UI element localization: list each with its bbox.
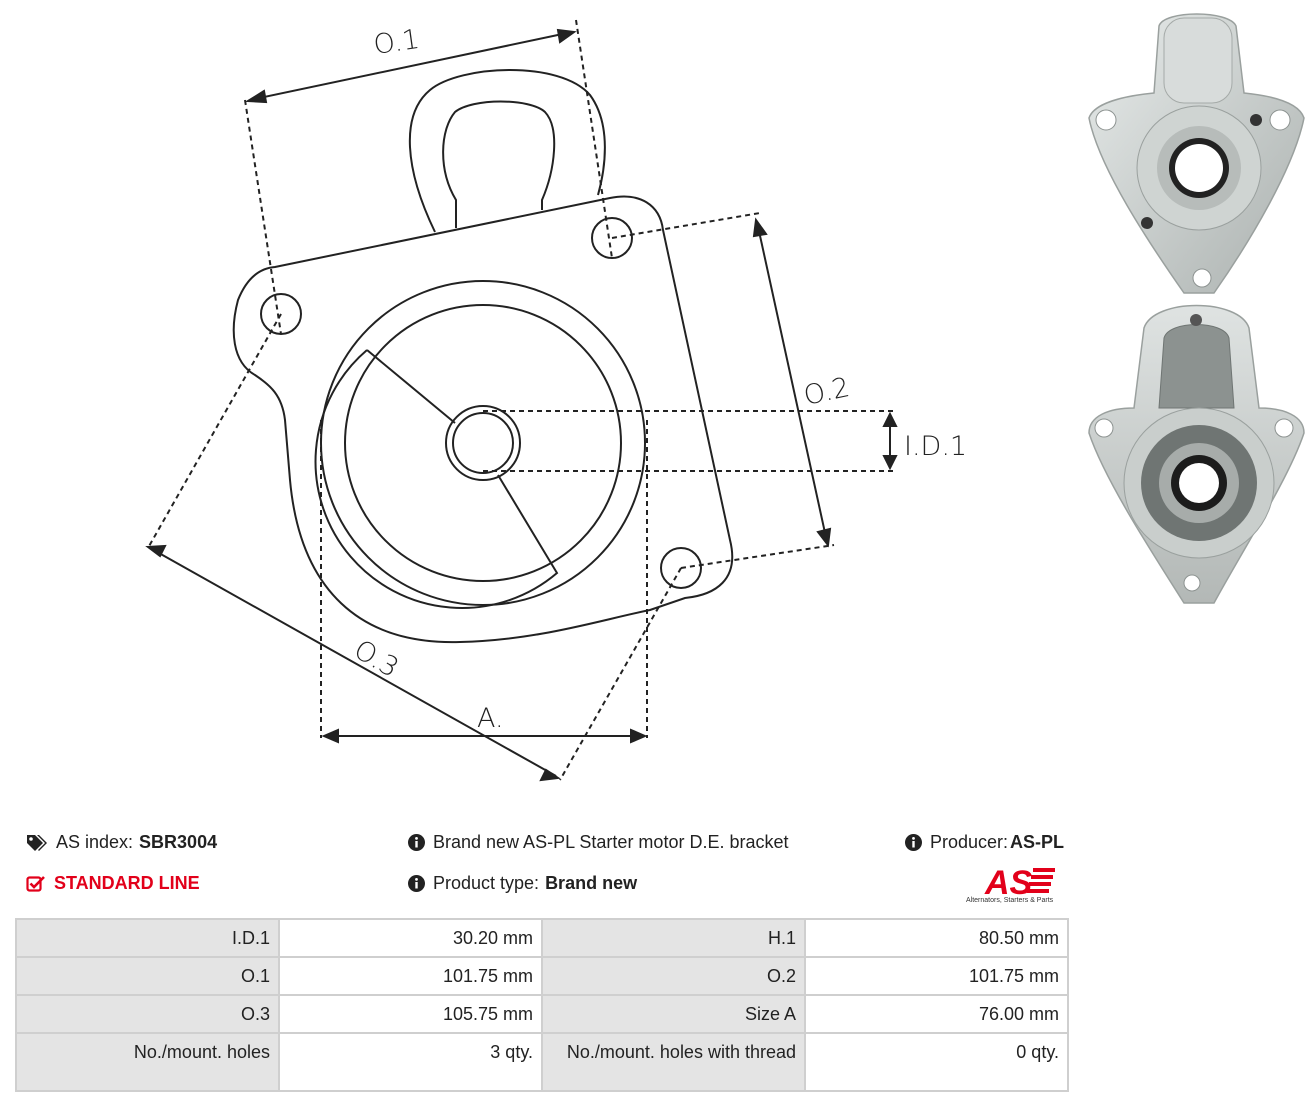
bracket-outline bbox=[232, 195, 734, 644]
spec-label: No./mount. holes with thread bbox=[543, 1034, 804, 1090]
mount-hole-top bbox=[591, 217, 633, 259]
inner-ring bbox=[344, 304, 622, 582]
as-logo-mark: AS bbox=[984, 864, 1033, 898]
sector-cut bbox=[314, 349, 559, 609]
info-circle-icon bbox=[408, 875, 425, 892]
as-index-label: AS index: bbox=[56, 832, 134, 852]
label-o2: O.2 bbox=[801, 372, 852, 412]
spec-label: O.3 bbox=[17, 996, 278, 1032]
bracket-hook bbox=[408, 69, 606, 233]
spec-value: 3 qty. bbox=[280, 1034, 541, 1090]
spec-value: 30.20 mm bbox=[280, 920, 541, 956]
product-type-value: Brand new bbox=[545, 873, 638, 893]
spec-value: 105.75 mm bbox=[280, 996, 541, 1032]
bore-outer bbox=[445, 405, 521, 481]
producer-value: AS-PL bbox=[1010, 832, 1065, 852]
spec-value: 80.50 mm bbox=[806, 920, 1067, 956]
label-id1: I.D.1 bbox=[904, 431, 967, 462]
as-index: AS index: SBR3004 bbox=[26, 832, 217, 853]
table-row: I.D.1 30.20 mm H.1 80.50 mm bbox=[17, 920, 1067, 956]
bracket-hook-inner bbox=[442, 100, 556, 228]
product-type-label: Product type: bbox=[433, 873, 540, 893]
product-type: Product type: Brand new bbox=[408, 873, 637, 894]
spec-label: I.D.1 bbox=[17, 920, 278, 956]
spec-value: 76.00 mm bbox=[806, 996, 1067, 1032]
spec-label: O.1 bbox=[17, 958, 278, 994]
table-row: O.3 105.75 mm Size A 76.00 mm bbox=[17, 996, 1067, 1032]
producer: Producer: AS-PL bbox=[905, 832, 1064, 853]
tags-icon bbox=[26, 834, 48, 852]
spec-value: 101.75 mm bbox=[806, 958, 1067, 994]
spec-value: 0 qty. bbox=[806, 1034, 1067, 1090]
table-row: No./mount. holes 3 qty. No./mount. holes… bbox=[17, 1034, 1067, 1090]
standard-line-label: STANDARD LINE bbox=[54, 873, 200, 893]
product-photo-front bbox=[1088, 13, 1305, 294]
spec-label: O.2 bbox=[543, 958, 804, 994]
specs-table: I.D.1 30.20 mm H.1 80.50 mm O.1 101.75 m… bbox=[15, 918, 1069, 1092]
as-index-value: SBR3004 bbox=[139, 832, 218, 852]
product-description: Brand new AS-PL Starter motor D.E. brack… bbox=[408, 832, 788, 853]
info-circle-icon bbox=[905, 834, 922, 851]
info-circle-icon bbox=[408, 834, 425, 851]
outer-ring bbox=[320, 280, 646, 606]
label-a: A. bbox=[477, 703, 504, 734]
mount-hole-bottom bbox=[660, 547, 702, 589]
technical-drawing: O.1 O.2 I.D.1 O.3 A. bbox=[145, 19, 967, 782]
as-logo-tagline: Alternators, Starters & Parts bbox=[966, 897, 1054, 904]
label-o3: O.3 bbox=[349, 634, 404, 684]
as-logo: AS Alternators, Starters & Parts bbox=[963, 864, 1069, 908]
product-description-text: Brand new AS-PL Starter motor D.E. brack… bbox=[433, 832, 789, 852]
spec-label: Size A bbox=[543, 996, 804, 1032]
label-o1: O.1 bbox=[372, 24, 422, 61]
check-square-icon bbox=[26, 875, 46, 893]
spec-label: H.1 bbox=[543, 920, 804, 956]
bore-inner bbox=[452, 412, 514, 474]
standard-line: STANDARD LINE bbox=[26, 873, 200, 894]
spec-value: 101.75 mm bbox=[280, 958, 541, 994]
product-photo-rear bbox=[1088, 304, 1305, 604]
producer-label: Producer: bbox=[930, 832, 1009, 852]
table-row: O.1 101.75 mm O.2 101.75 mm bbox=[17, 958, 1067, 994]
spec-label: No./mount. holes bbox=[17, 1034, 278, 1090]
